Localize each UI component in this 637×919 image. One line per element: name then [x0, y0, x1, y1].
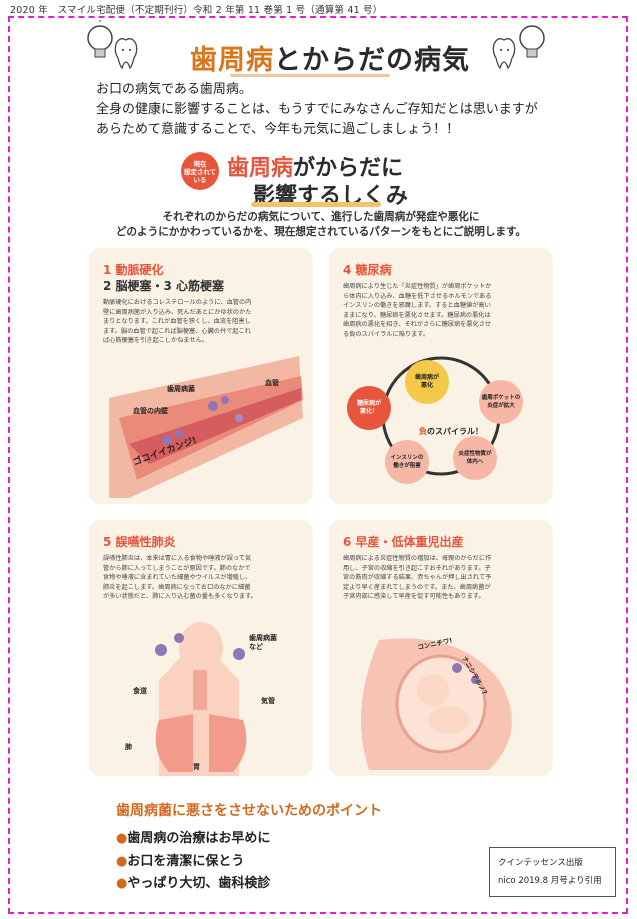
page-title: 歯周病とからだの病気: [190, 45, 470, 76]
lightbulb-tooth-icon: [87, 20, 138, 70]
respiratory-illustration: [155, 622, 247, 776]
issue-header: 2020 年 スマイル宅配便（不定期刊行）令和 2 年第 11 巻第 1 号（通…: [10, 5, 383, 16]
panel-5-title: 5 誤嚥性肺炎: [103, 535, 176, 549]
figure-title: 歯周病がからだに: [227, 156, 404, 181]
blood-vessel-illustration: [109, 356, 303, 498]
label-germs: 歯周病菌など: [249, 634, 277, 651]
panel-6-text: 歯周病による炎症性物質の増加は、母親のからだに作用し、子宮の収縮を引き起こすおそ…: [343, 555, 492, 601]
panel-premature-birth: 6 早産・低体重児出産 歯周病による炎症性物質の増加は、母親のからだに作用し、子…: [329, 520, 553, 776]
list-item: ●やっぱり大切、歯科検診: [116, 876, 271, 891]
panel-4-text: 歯周病により生じた「炎症性物質」が歯周ポケットから体内に入り込み、血糖を低下させ…: [343, 283, 492, 338]
negative-spiral-diagram: [347, 356, 523, 484]
intro-text: お口の病気である歯周病。 全身の健康に影響することは、もうすでにみなさんご存知だ…: [96, 82, 538, 137]
points-title: 歯周病菌に悪さをさせないためのポイント: [116, 803, 382, 819]
panel-6-title: 6 早産・低体重児出産: [343, 535, 464, 549]
cycle-step-3: 炎症性物質が体内へ: [458, 451, 492, 465]
panel-diabetes: 4 糖尿病 歯周病により生じた「炎症性物質」が歯周ポケットから体内に入り込み、血…: [329, 248, 553, 504]
spiral-label: 負のスパイラル！: [419, 427, 483, 436]
figure-title-underline: [251, 202, 381, 207]
panel-5-text: 誤嚥性肺炎は、本来は胃に入る食物や唾液が誤って気管から肺に入ってしまうことが原因…: [103, 555, 257, 601]
cycle-step-5: 糖尿病が悪化！: [356, 400, 381, 415]
label-vessel: 血管: [265, 379, 279, 387]
page-frame: [8, 16, 628, 914]
mechanism-figure: 現在想定されている 歯周病がからだに 影響するしくみ それぞれのからだの病気につ…: [85, 150, 555, 790]
label-germs: 歯周病菌: [167, 385, 195, 393]
label-vessel-wall: 血管の内壁: [133, 407, 168, 415]
label-lung: 肺: [125, 743, 132, 751]
panel-4-title: 4 糖尿病: [343, 263, 392, 277]
label-stomach: 胃: [193, 763, 200, 771]
panel-arteriosclerosis: 1 動脈硬化 2 脳梗塞・3 心筋梗塞 動脈硬化におけるコレステロールのように、…: [89, 248, 313, 504]
title-underline: [230, 74, 390, 77]
cycle-step-4: インスリンの働きが阻害: [390, 455, 424, 469]
lightbulb-tooth-icon: [492, 25, 545, 70]
list-item: ●お口を清潔に保とう: [116, 853, 245, 869]
list-item: ●歯周病の治療はお早めに: [116, 831, 271, 846]
label-esophagus: 食道: [133, 687, 147, 695]
cycle-step-1: 歯周病が悪化: [414, 374, 439, 389]
label-trachea: 気管: [261, 697, 275, 705]
panel-1-text: 動脈硬化におけるコレステロールのように、血管の内壁に歯周病菌が入り込み、死んだあ…: [103, 299, 252, 345]
pregnancy-illustration: [361, 638, 512, 770]
current-assumption-badge: 現在想定されている: [181, 152, 219, 190]
panel-aspiration-pneumonia: 5 誤嚥性肺炎 誤嚥性肺炎は、本来は胃に入る食物や唾液が誤って気管から肺に入って…: [89, 520, 313, 776]
points-list: ●歯周病の治療はお早めに ●お口を清潔に保とう ●やっぱり大切、歯科検診: [116, 828, 270, 896]
figure-subtitle: それぞれのからだの病気について、進行した歯周病が発症や悪化にどのようにかかわって…: [115, 211, 527, 238]
source-credit: クインテッセンス出版 nico 2019.8 月号より引用: [489, 847, 616, 897]
title-row: 歯周病とからだの病気: [80, 20, 550, 80]
cycle-step-2: 歯周ポケットの炎症が拡大: [481, 395, 521, 409]
panel-1-title: 1 動脈硬化 2 脳梗塞・3 心筋梗塞: [103, 263, 225, 293]
